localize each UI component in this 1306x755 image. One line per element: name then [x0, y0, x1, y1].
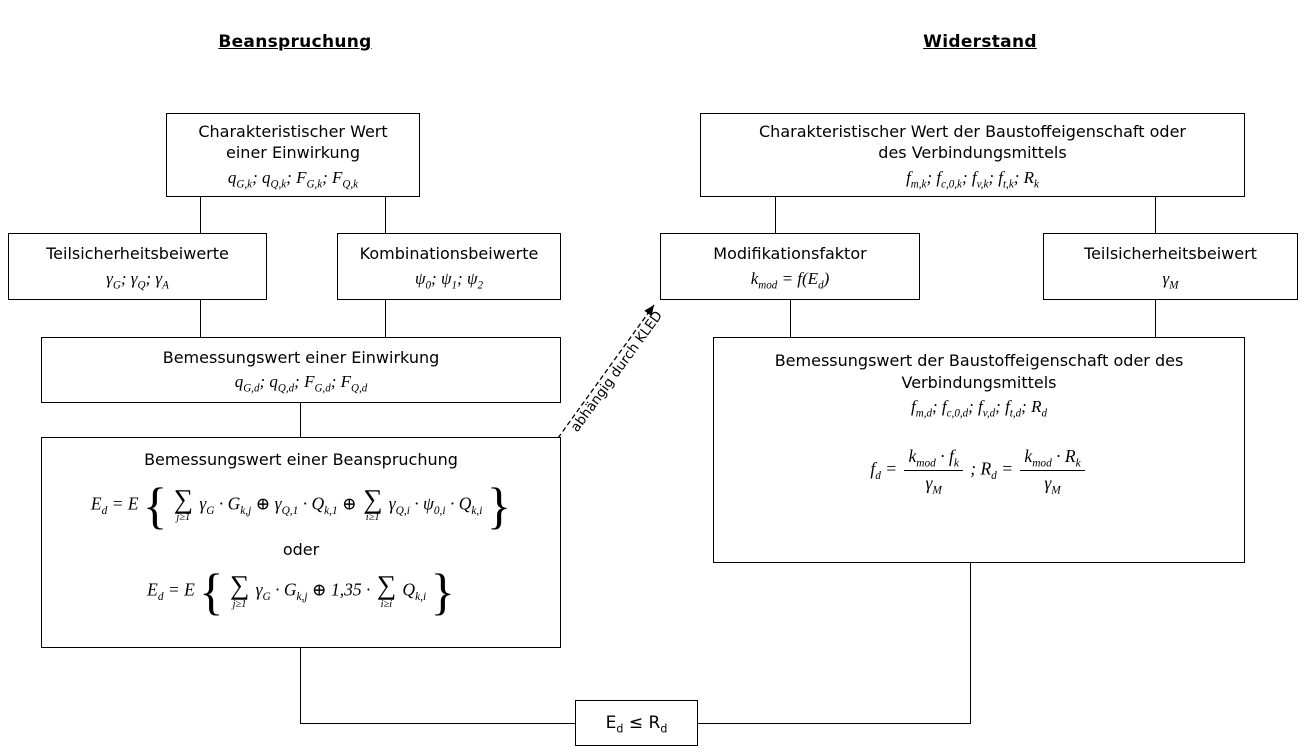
connector-line [200, 197, 201, 233]
connector-line [1155, 197, 1156, 233]
box-formula: fm,d; fc,0,d; fv,d; ft,d; Rd [911, 397, 1047, 420]
box-title-line: Verbindungsmittels [901, 372, 1057, 392]
kled-arrow-line [557, 304, 655, 439]
kled-arrow-label: abhängig durch KLED [568, 308, 666, 435]
connector-line [970, 563, 971, 724]
connector-line [300, 648, 301, 724]
box-formula: qG,d; qQ,d; FG,d; FQ,d [234, 372, 368, 395]
box-title-line: Charakteristischer Wert der Baustoffeige… [759, 121, 1186, 141]
ed-equation-2: Ed = E { ∑j≥1 γG · Gk,j ⊕ 1,35 · ∑i≥i Qk… [147, 563, 455, 620]
box-charakteristischer-wert-einwirkung: Charakteristischer Wert einer Einwirkung… [166, 113, 420, 197]
box-title-line: Bemessungswert einer Einwirkung [162, 347, 440, 367]
box-teilsicherheitsbeiwert-m: Teilsicherheitsbeiwert γM [1043, 233, 1298, 300]
box-charakteristischer-wert-baustoff: Charakteristischer Wert der Baustoffeige… [700, 113, 1245, 197]
box-formula: kmod = f(Ed) [750, 268, 830, 292]
box-title-line: Modifikationsfaktor [713, 244, 867, 264]
box-teilsicherheitsbeiwerte: Teilsicherheitsbeiwerte γG; γQ; γA [8, 233, 267, 300]
connector-line [300, 403, 301, 437]
connector-line [790, 300, 791, 337]
box-title-line: einer Einwirkung [226, 143, 360, 163]
box-title-line: Teilsicherheitsbeiwerte [46, 244, 229, 264]
connector-line [698, 723, 970, 724]
connector-line [775, 197, 776, 233]
box-bemessungswert-einwirkung: Bemessungswert einer Einwirkung qG,d; qQ… [41, 337, 561, 403]
heading-widerstand: Widerstand [923, 32, 1037, 52]
box-bemessungswert-baustoff: Bemessungswert der Baustoffeigenschaft o… [713, 337, 1245, 563]
box-formula: fm,k; fc,0,k; fv,k; ft,k; Rk [906, 168, 1039, 191]
box-title-line: Bemessungswert der Baustoffeigenschaft o… [774, 351, 1184, 370]
box-formula: γG; γQ; γA [106, 268, 169, 292]
box-title-line: Kombinationsbeiwerte [359, 244, 539, 264]
box-modifikationsfaktor: Modifikationsfaktor kmod = f(Ed) [660, 233, 920, 300]
box-bemessungswert-beanspruchung: Bemessungswert einer Beanspruchung Ed = … [41, 437, 561, 648]
result-formula: Ed ≤ Rd [605, 713, 668, 736]
connector-line [300, 723, 576, 724]
box-formula: γM [1162, 268, 1179, 292]
connector-line [200, 300, 201, 337]
connector-line [385, 197, 386, 233]
box-title-line: des Verbindungsmittels [878, 143, 1067, 163]
connector-line [385, 300, 386, 337]
box-title-line: Bemessungswert einer Beanspruchung [144, 450, 458, 469]
box-kombinationsbeiwerte: Kombinationsbeiwerte ψ0; ψ1; ψ2 [337, 233, 561, 300]
oder-label: oder [282, 539, 320, 559]
ed-equation-1: Ed = E { ∑j≥1 γG · Gk,j ⊕ γQ,1 · Qk,1 ⊕ … [90, 477, 512, 534]
box-title-line: Charakteristischer Wert [198, 121, 388, 141]
box-formula: qG,k; qQ,k; FG,k; FQ,k [227, 168, 359, 191]
box-title-line: Teilsicherheitsbeiwert [1084, 244, 1257, 264]
box-formula: ψ0; ψ1; ψ2 [414, 268, 484, 292]
heading-beanspruchung: Beanspruchung [218, 32, 372, 52]
connector-line [1155, 300, 1156, 337]
box-ed-le-rd: Ed ≤ Rd [575, 700, 698, 746]
